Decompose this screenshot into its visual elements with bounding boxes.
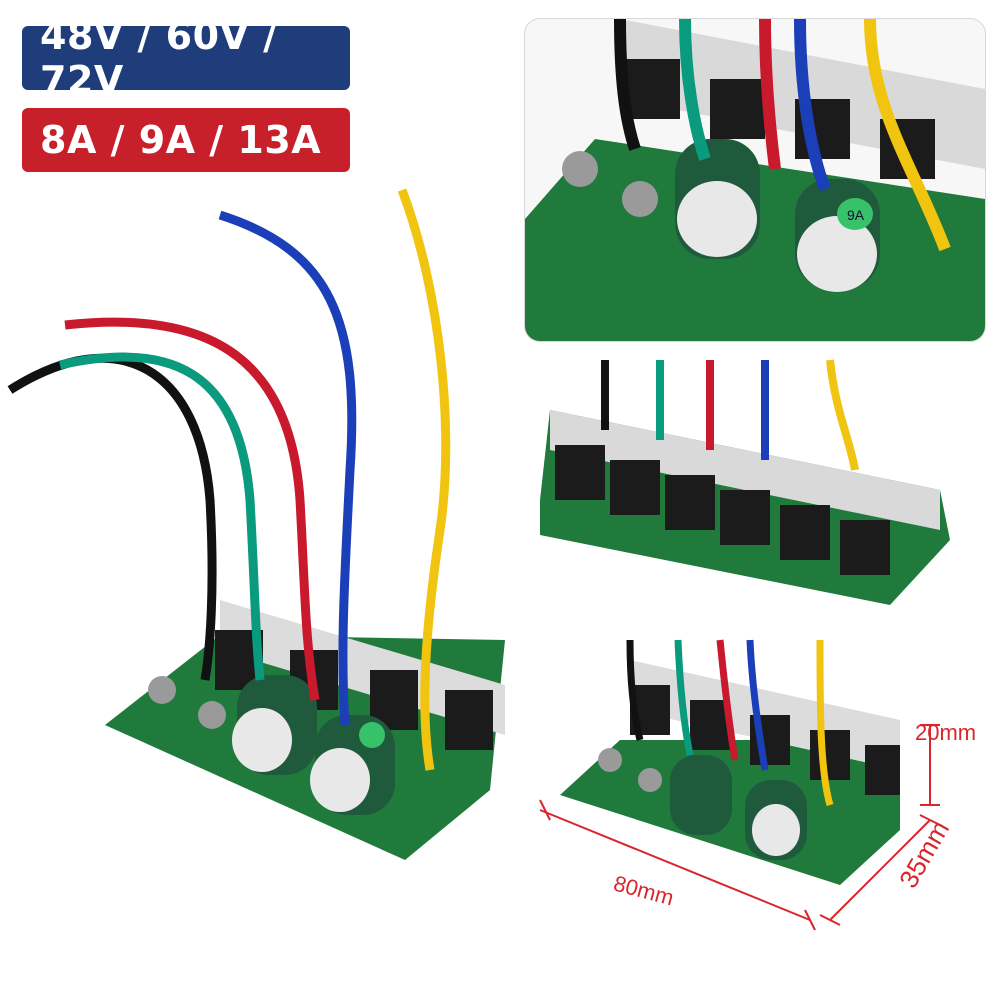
side-view-photo	[530, 350, 990, 620]
dimension-photo	[520, 630, 1000, 960]
closeup-photo: 9A	[524, 18, 986, 342]
capacitor-marking: 9A	[847, 207, 865, 223]
main-product-photo	[0, 170, 520, 890]
voltage-badge: 48V / 60V / 72V	[22, 14, 350, 102]
height-label: 20mm	[915, 720, 977, 745]
current-badge: 8A / 9A / 13A	[22, 108, 350, 172]
